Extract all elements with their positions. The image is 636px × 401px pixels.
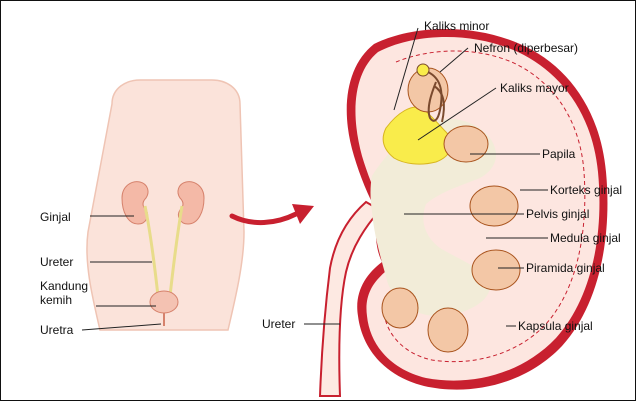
pyramid <box>470 186 518 226</box>
label-major-calyx: Kaliks mayor <box>500 81 569 95</box>
label-urethra: Uretra <box>40 323 74 337</box>
label-bladder-line1: Kandung <box>40 279 88 293</box>
pyramid <box>472 250 520 290</box>
label-kidney: Ginjal <box>40 210 71 224</box>
label-bladder-line2: kemih <box>40 293 72 307</box>
label-ureter-kidney: Ureter <box>262 317 295 331</box>
label-minor-calyx: Kaliks minor <box>424 19 489 33</box>
label-papilla: Papila <box>542 147 576 161</box>
pyramid <box>428 308 468 352</box>
pyramid <box>444 126 488 162</box>
pyramid <box>382 288 418 328</box>
label-medulla: Medula ginjal <box>550 231 621 245</box>
label-pelvis: Pelvis ginjal <box>526 207 589 221</box>
label-cortex: Korteks ginjal <box>550 183 622 197</box>
label-nephron: Nefron (diperbesar) <box>474 41 578 55</box>
pyramid <box>408 68 448 112</box>
label-ureter-body: Ureter <box>40 255 73 269</box>
label-pyramid: Piramida ginjal <box>526 261 605 275</box>
bladder <box>150 291 178 313</box>
human-torso-figure <box>87 80 244 330</box>
label-capsule: Kapsula ginjal <box>518 319 593 333</box>
